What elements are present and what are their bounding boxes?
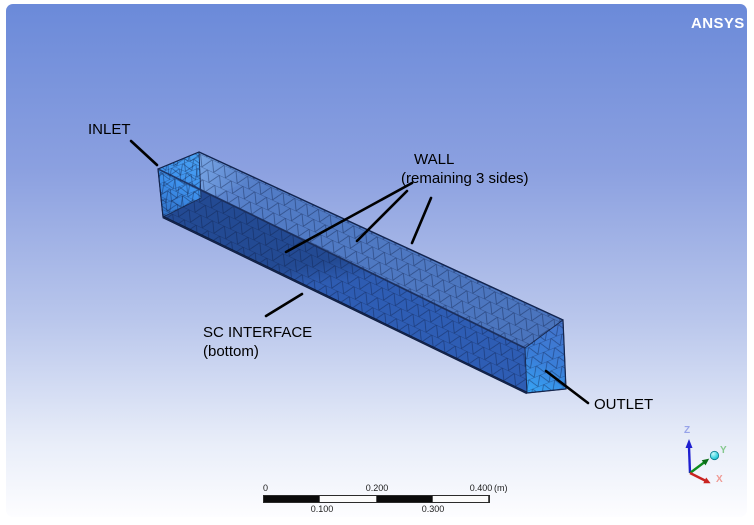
- triad-z-axis[interactable]: [687, 446, 692, 474]
- mesh-overlay-top: [158, 152, 563, 348]
- scale-tick-0200: 0.200: [365, 483, 389, 493]
- scale-ruler: [263, 495, 490, 503]
- outlet-leader-line: [544, 369, 590, 405]
- triad-z-label: Z: [684, 425, 691, 436]
- wall-label-line2: (remaining 3 sides): [401, 170, 529, 187]
- inlet-leader-line: [129, 139, 159, 167]
- edge-top-side-ridge: [157, 168, 526, 349]
- sc-interface-leader-line: [264, 292, 304, 318]
- scale-unit: (m): [494, 483, 508, 493]
- triad-y-arrowhead: [701, 458, 710, 466]
- sc-interface-label-line1: SC INTERFACE: [203, 324, 313, 341]
- scale-tick-0: 0: [263, 483, 269, 493]
- triad-z-arrowhead: [685, 439, 693, 448]
- annotation-leaders: [129, 139, 590, 405]
- inlet-label: INLET: [88, 121, 131, 138]
- wall-label-line1: WALL: [414, 151, 455, 168]
- triad-x-axis[interactable]: [689, 471, 706, 482]
- scale-tick-0400: 0.400: [469, 483, 493, 493]
- wall-leader-line-3: [410, 196, 433, 245]
- mesh-overlay-outlet: [525, 320, 566, 393]
- outlet-label: OUTLET: [594, 396, 654, 413]
- scale-tick-0300: 0.300: [421, 504, 445, 514]
- orientation-triad[interactable]: [685, 439, 720, 484]
- beam-silhouette: [157, 151, 567, 394]
- triad-x-arrowhead: [703, 477, 711, 484]
- mesh-overlay-inlet: [158, 152, 201, 217]
- sc-interface-label-line2: (bottom): [203, 343, 259, 360]
- scale-tick-0100: 0.100: [310, 504, 334, 514]
- triad-y-label: Y: [720, 445, 727, 456]
- ansys-logo: ANSYS: [691, 15, 745, 32]
- triad-origin-sphere[interactable]: [709, 450, 720, 461]
- wall-leader-line-2: [355, 189, 409, 243]
- wall-label: WALL (remaining 3 sides): [401, 150, 529, 188]
- triad-x-label: X: [716, 474, 723, 485]
- wall-leader-line-1: [284, 181, 414, 254]
- scale-segment-1: [264, 496, 320, 502]
- mesh-beam[interactable]: [157, 151, 567, 395]
- sc-interface-label: SC INTERFACE (bottom): [203, 323, 312, 361]
- scale-segment-4: [431, 496, 489, 502]
- scale-segment-3: [376, 496, 432, 502]
- triad-y-axis[interactable]: [689, 461, 705, 474]
- mesh-overlay-side: [158, 169, 527, 393]
- scale-segment-2: [319, 496, 377, 502]
